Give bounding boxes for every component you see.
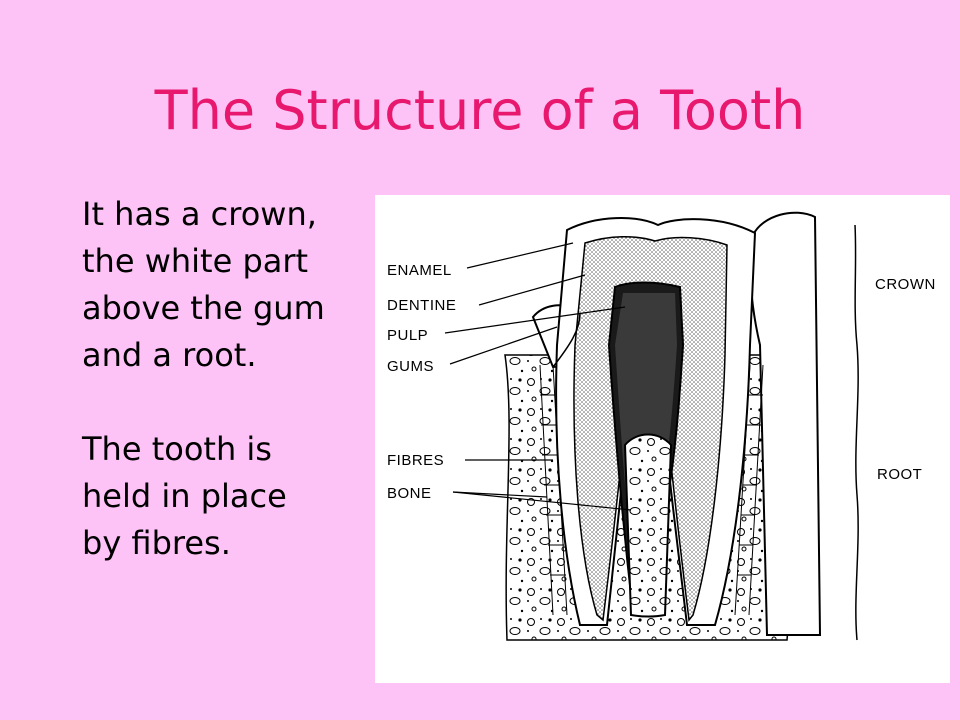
label-pulp: PULP xyxy=(387,327,428,344)
text-line: The tooth is xyxy=(82,430,272,468)
label-bone: BONE xyxy=(387,485,432,502)
tooth-diagram: ENAMEL DENTINE PULP GUMS FIBRES BONE CRO… xyxy=(375,195,950,683)
root-bone-insert xyxy=(623,433,673,618)
text-line: and a root. xyxy=(82,336,257,374)
crown-root-outline xyxy=(854,224,859,641)
text-line: the white part xyxy=(82,242,309,280)
leader-lines xyxy=(444,242,632,511)
tooth-diagram-svg: ENAMEL DENTINE PULP GUMS FIBRES BONE CRO… xyxy=(387,211,936,641)
label-gums: GUMS xyxy=(387,358,434,375)
label-enamel: ENAMEL xyxy=(387,262,452,279)
text-line: It has a crown, xyxy=(82,195,317,233)
label-fibres: FIBRES xyxy=(387,452,444,469)
slide-title: The Structure of a Tooth xyxy=(154,79,806,142)
paragraph-crown: It has a crown, the white part above the… xyxy=(82,191,325,379)
paragraph-fibres: The tooth is held in place by fibres. xyxy=(82,426,287,567)
label-dentine: DENTINE xyxy=(387,297,456,314)
label-crown: CROWN xyxy=(875,276,936,293)
text-line: by fibres. xyxy=(82,524,231,562)
text-line: above the gum xyxy=(82,289,325,327)
gum-edge xyxy=(552,312,581,368)
label-root: ROOT xyxy=(877,466,922,483)
text-line: held in place xyxy=(82,477,287,515)
